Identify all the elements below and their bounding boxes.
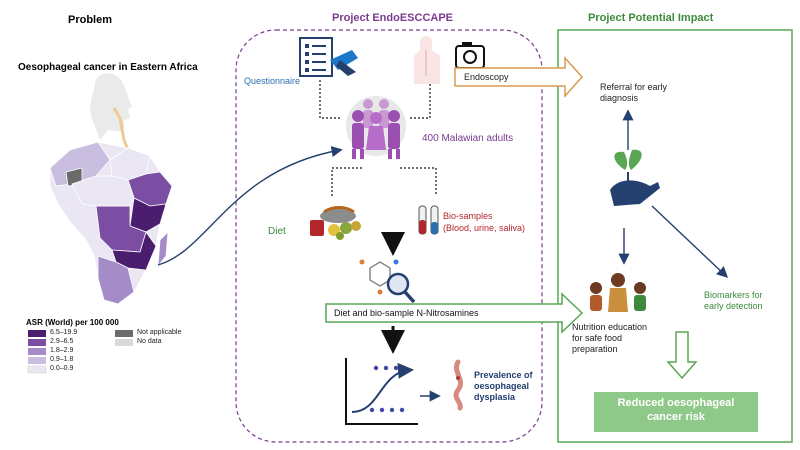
outcome-box [594, 392, 758, 432]
prevalence-line-2: oesophageal [474, 381, 530, 391]
referral-label: Referral for early diagnosis [600, 82, 667, 104]
project-border [235, 29, 543, 443]
legend-item-4: 0.9–1.8 [50, 356, 74, 363]
participants-label: 400 Malawian adults [422, 133, 514, 144]
head-silhouette-icon [90, 73, 132, 151]
referral-line-2: diagnosis [600, 93, 639, 103]
outcome-line-1: Reduced oesophageal [617, 397, 735, 409]
plant-hand-icon [610, 149, 660, 206]
map-legend [27, 330, 133, 374]
to-biomarkers-arrow [651, 205, 729, 278]
outcome-label: Reduced oesophageal cancer risk [594, 396, 758, 424]
legend-item-1: 6.5–19.9 [50, 329, 78, 336]
legend-item-2: 2.9–6.5 [50, 338, 74, 345]
camera-icon [455, 42, 485, 69]
sigmoid-plot-icon [345, 358, 418, 425]
legend-item-5: 0.0–0.9 [50, 365, 74, 372]
prevalence-label: Prevalence of oesophageal dysplasia [474, 370, 533, 403]
biosamples-line-2: (Blood, urine, saliva) [443, 223, 526, 233]
endoscopy-body-icon [414, 36, 440, 84]
questionnaire-icon [299, 37, 358, 77]
diet-label: Diet [268, 226, 286, 237]
legend-item-3: 1.8–2.9 [50, 347, 74, 354]
biosample-tubes-icon [418, 205, 439, 235]
africa-map [49, 141, 173, 305]
problem-title: Problem [68, 14, 113, 26]
nutrition-line-2: for safe food [572, 333, 623, 343]
endoscopy-label: Endoscopy [464, 72, 509, 82]
biomarkers-line-1: Biomarkers for [704, 290, 763, 300]
biomarkers-line-2: early detection [704, 301, 763, 311]
referral-line-1: Referral for early [600, 82, 668, 92]
nutrition-label: Nutrition education for safe food prepar… [572, 322, 647, 355]
nitrosamines-arrow [325, 292, 584, 334]
oesophagus-icon [453, 359, 464, 411]
biosamples-label: Bio-samples (Blood, urine, saliva) [443, 210, 525, 234]
endoscopy-arrow [454, 56, 584, 98]
problem-subtitle: Oesophageal cancer in Eastern Africa [18, 62, 198, 73]
diet-food-icon [310, 206, 361, 240]
to-outcome-arrow [666, 331, 698, 380]
impact-border [557, 29, 793, 443]
prevalence-line-3: dysplasia [474, 392, 516, 402]
project-title: Project EndoESCCAPE [332, 12, 454, 24]
impact-title: Project Potential Impact [588, 12, 714, 24]
prevalence-line-1: Prevalence of [474, 370, 533, 380]
nitrosamines-label: Diet and bio-sample N-Nitrosamines [334, 308, 479, 318]
map-to-participants-arrow [157, 145, 343, 266]
outcome-line-2: cancer risk [646, 411, 706, 423]
legend-no-data: No data [137, 338, 162, 345]
biomarkers-label: Biomarkers for early detection [704, 290, 763, 312]
nutrition-line-1: Nutrition education [572, 322, 648, 332]
legend-not-applicable: Not applicable [137, 329, 182, 336]
nutrition-line-3: preparation [572, 344, 618, 354]
questionnaire-label: Questionnaire [244, 76, 301, 86]
biosamples-line-1: Bio-samples [443, 211, 493, 221]
participants-group-icon [346, 96, 406, 159]
family-icon [590, 273, 646, 312]
legend-title: ASR (World) per 100 000 [26, 318, 119, 327]
molecule-magnifier-icon [359, 259, 416, 304]
